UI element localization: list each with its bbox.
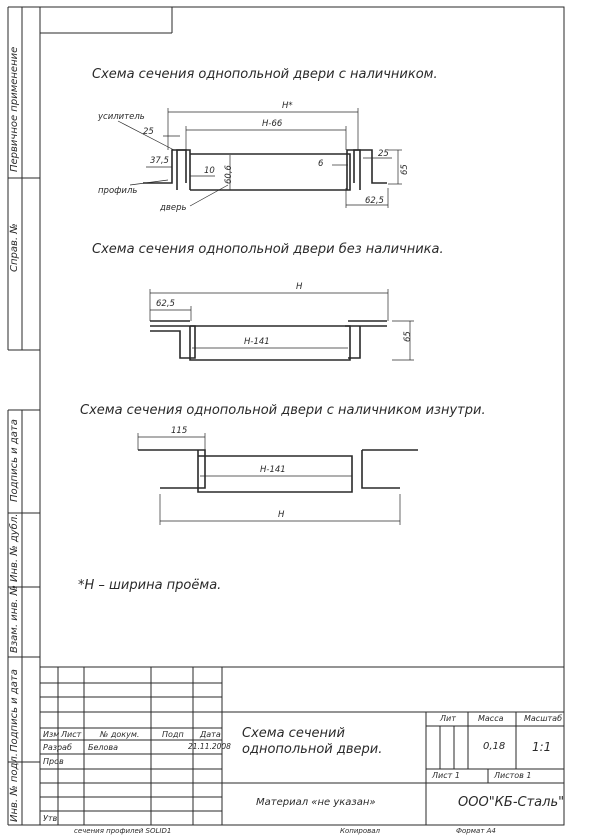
tb-developer: Белова (88, 743, 119, 752)
dim-25a: 25 (143, 127, 154, 137)
dim-6: 6 (318, 159, 324, 169)
dim-h-total-1: H* (282, 101, 293, 111)
dim-10: 10 (204, 166, 215, 176)
tb-row-prov: Пров (43, 757, 64, 766)
dim-606: 60,6 (224, 165, 234, 184)
label-reinforcer: усилитель (98, 112, 145, 122)
tb-company: ООО"КБ-Сталь" (458, 795, 565, 810)
side-label-sign-date-1: Подпись и дата (9, 419, 20, 502)
tb-row-utv: Утв (43, 814, 58, 823)
footnote: *H – ширина проёма. (78, 578, 222, 593)
tb-header-date: Дата (200, 730, 221, 739)
side-label-sign-date-2: Подпись и дата (9, 669, 20, 752)
tb-bottom-right: Формат А4 (456, 827, 496, 835)
dim-65-2: 65 (403, 331, 413, 342)
label-door: дверь (160, 203, 187, 213)
dim-h-inner-1: H-66 (262, 119, 283, 129)
tb-material: Материал «не указан» (256, 797, 376, 808)
section-2-title: Схема сечения однопольной двери без нали… (92, 242, 444, 257)
tb-header-doc-no: № докум. (100, 730, 140, 739)
dim-h-total-2: H (296, 282, 303, 292)
tb-header-list: Лист (61, 730, 82, 739)
tb-lit-label: Лит (440, 714, 456, 723)
tb-sheet-label: Лист 1 (432, 771, 460, 780)
side-label-replace-inv: Взам. инв. № (9, 585, 20, 653)
dim-h-inner-2: H-141 (244, 337, 270, 347)
section-1-title: Схема сечения однопольной двери с наличн… (92, 67, 438, 82)
dim-625-2: 62,5 (156, 299, 175, 309)
dim-625-1: 62,5 (365, 196, 384, 206)
side-label-dup-inv: Инв. № дубл. (9, 513, 20, 582)
tb-date-value: 21.11.2008 (188, 742, 231, 751)
tb-sheets-label: Листов 1 (494, 771, 532, 780)
tb-scale-value: 1:1 (532, 740, 552, 754)
tb-bottom-left: сечения профилей SOLID1 (74, 827, 172, 835)
tb-bottom-mid: Копировал (340, 827, 380, 835)
tb-header-izm: Изм (43, 730, 60, 739)
tb-row-razrab: Разраб (43, 743, 72, 752)
dim-25b: 25 (378, 149, 389, 159)
tb-drawing-title-2: однопольной двери. (242, 742, 383, 757)
tb-scale-label: Масштаб (524, 714, 563, 723)
side-label-orig-inv: Инв. № подл. (9, 753, 20, 822)
dim-37: 37,5 (150, 156, 169, 166)
dim-h-total-3: H (278, 510, 285, 520)
dim-115: 115 (171, 426, 188, 436)
side-label-first-use: Первичное применение (9, 46, 20, 172)
tb-header-sign: Подп (162, 730, 184, 739)
tb-mass-value: 0,18 (483, 741, 506, 752)
dim-h-inner-3: H-141 (260, 465, 286, 475)
tb-drawing-title-1: Схема сечений (242, 726, 345, 741)
side-label-ref-no: Справ. № (9, 223, 20, 272)
tb-mass-label: Масса (478, 714, 504, 723)
label-profile: профиль (98, 186, 138, 196)
section-3-title: Схема сечения однопольной двери с наличн… (80, 403, 486, 418)
dim-65-1: 65 (400, 164, 410, 175)
